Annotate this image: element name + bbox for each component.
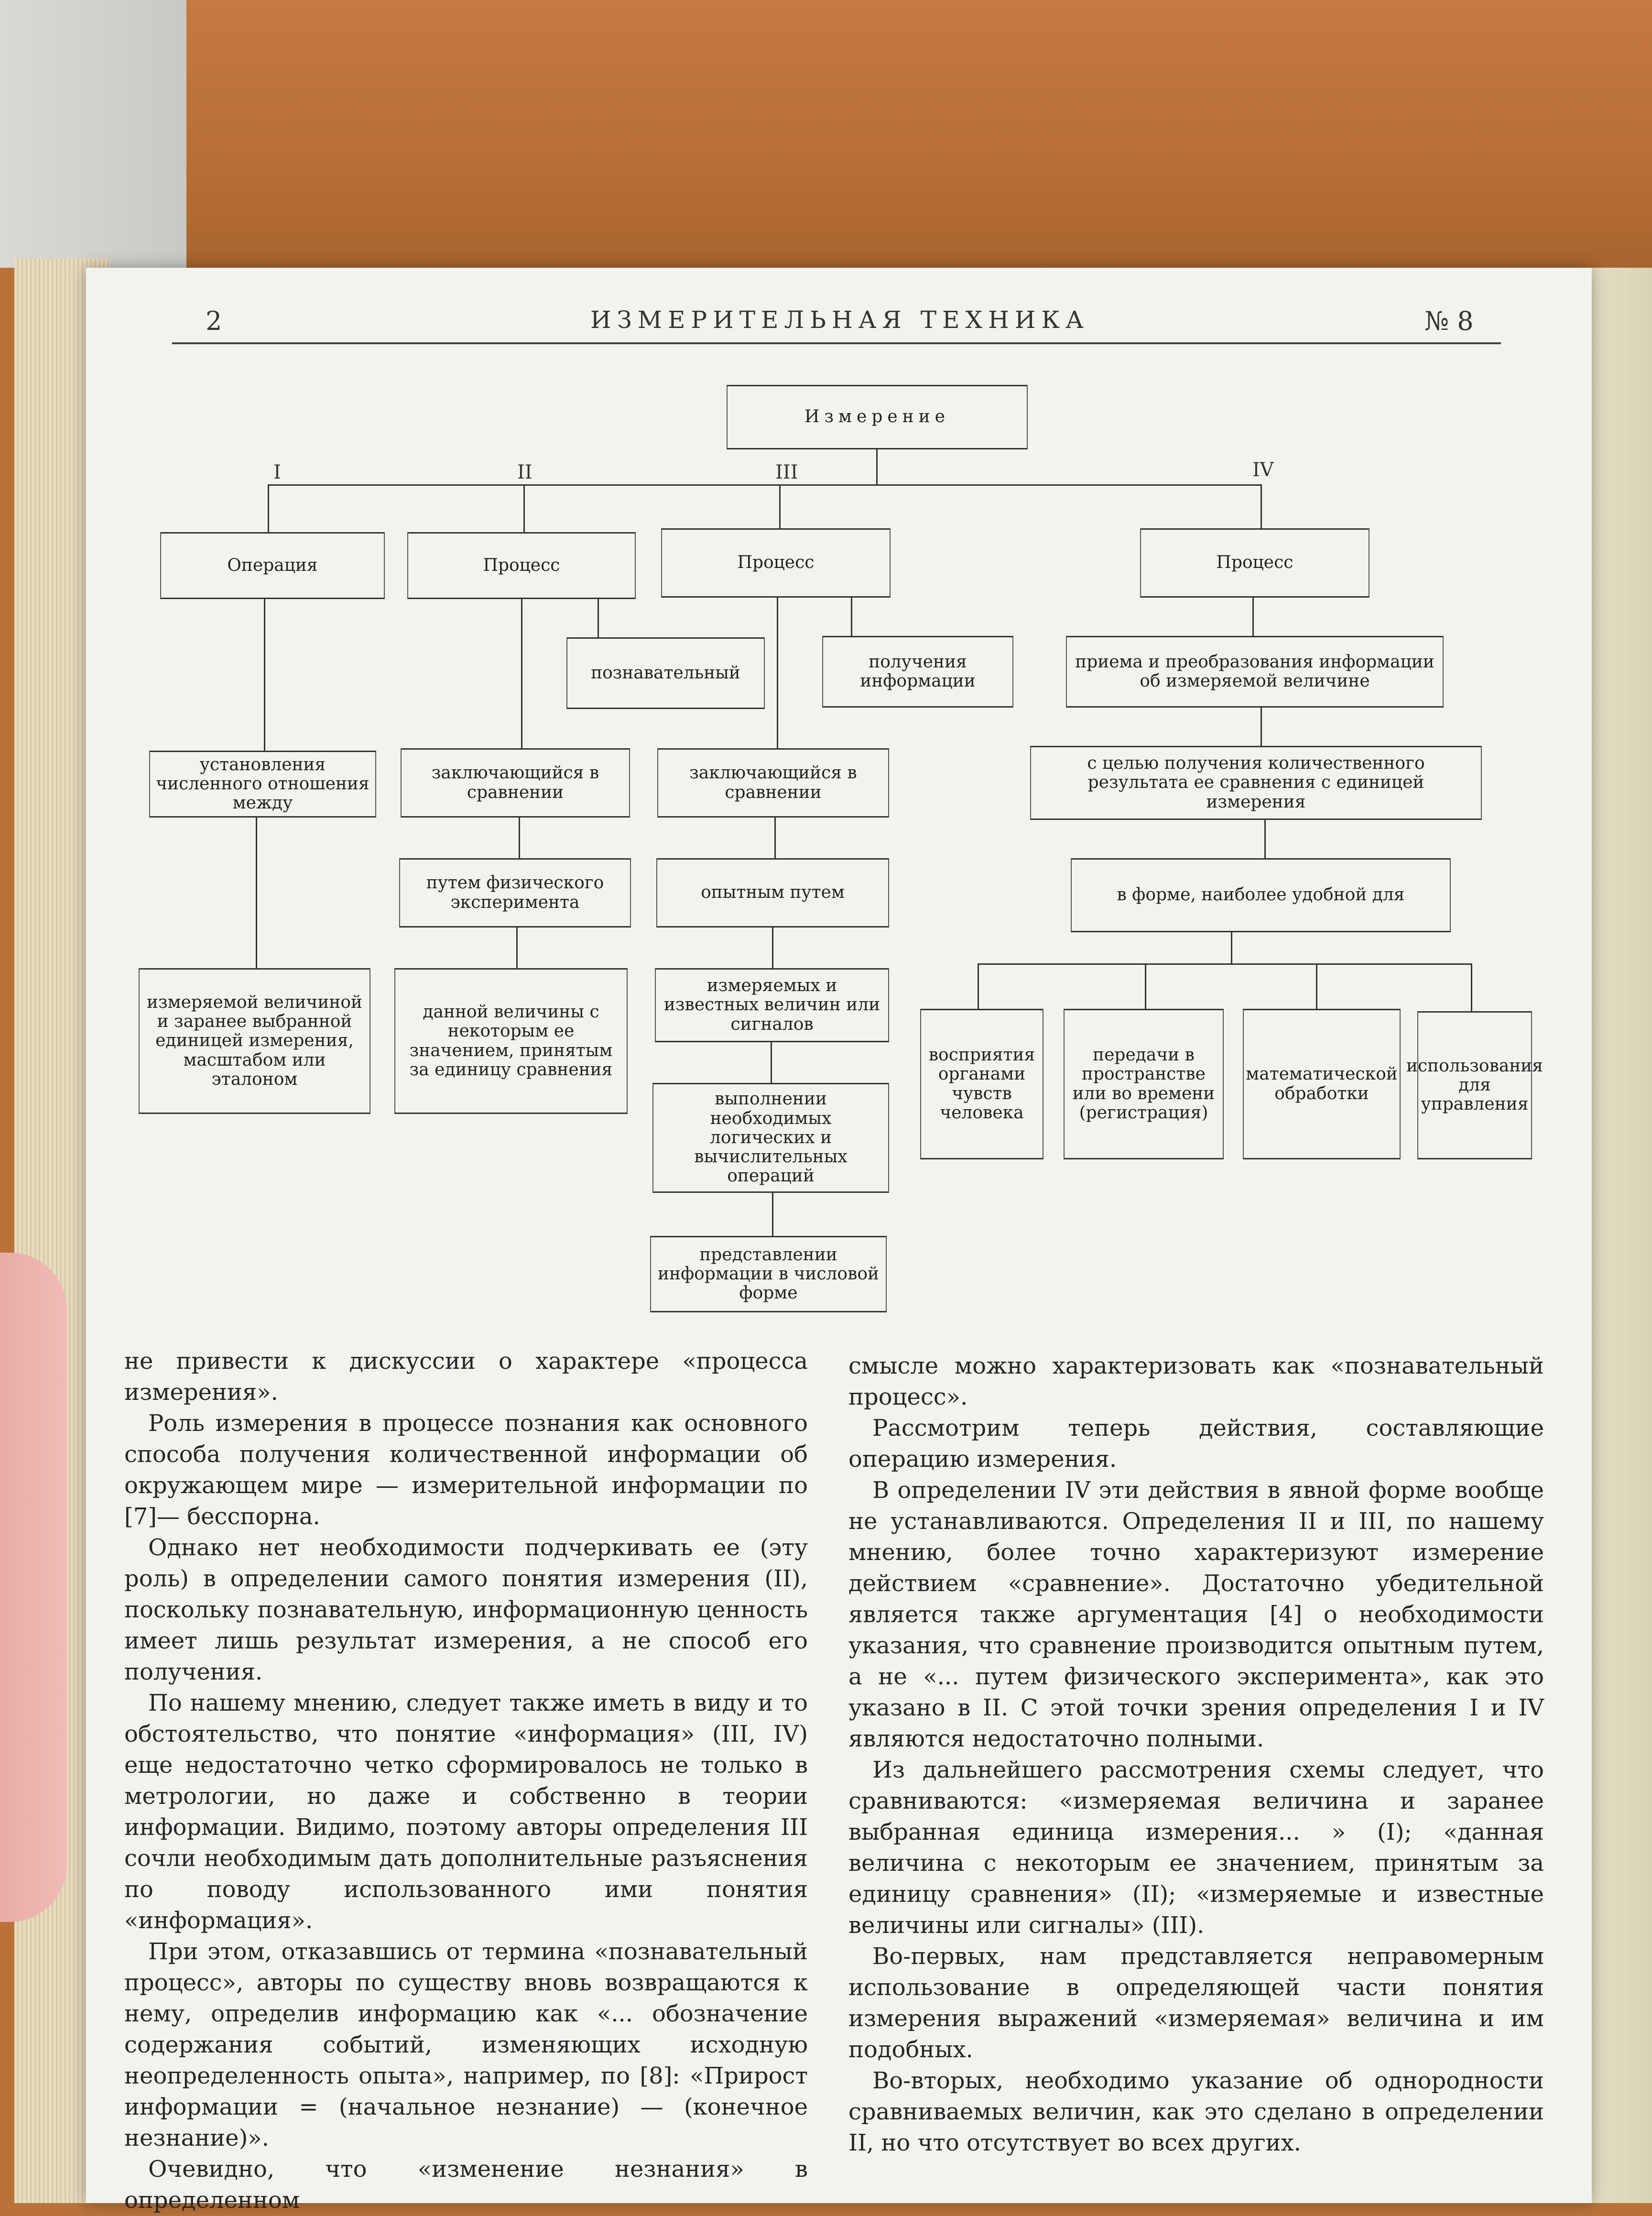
header-rule	[172, 342, 1501, 344]
paragraph: Роль измерения в процессе познания как о…	[124, 1410, 808, 1530]
connector	[256, 818, 257, 968]
paragraph: При этом, отказавшись от термина «познав…	[124, 1938, 808, 2151]
branch-label: III	[775, 461, 798, 483]
b3-node: представлении информации в числовой форм…	[650, 1236, 887, 1312]
connector	[521, 599, 522, 750]
connector	[1252, 598, 1254, 636]
connector	[851, 598, 852, 636]
b3-node: опытным путем	[656, 858, 889, 928]
connector	[777, 598, 778, 748]
connector	[876, 449, 878, 485]
b4-node: в форме, наиболее удобной для	[1071, 858, 1451, 932]
connector	[1261, 708, 1262, 746]
journal-title: ИЗМЕРИТЕЛЬНАЯ ТЕХНИКА	[590, 306, 1089, 334]
connector	[268, 484, 1262, 486]
connector	[598, 599, 599, 637]
connector	[1145, 963, 1146, 1009]
branch-label: IV	[1252, 459, 1274, 481]
connector	[264, 599, 265, 752]
text-column-right: смысле можно характеризовать как «познав…	[848, 1351, 1544, 2159]
paragraph: Очевидно, что «изменение незнания» в опр…	[124, 2156, 808, 2214]
paragraph: Из дальнейшего рассмотрения схемы следуе…	[848, 1757, 1544, 1939]
paragraph: В определении IV эти действия в явной фо…	[848, 1477, 1544, 1752]
b1-head: Операция	[160, 532, 385, 599]
connector	[774, 818, 776, 858]
connector	[516, 928, 518, 968]
root-node: Измерение	[727, 385, 1028, 449]
paragraph: Во-вторых, необходимо указание об одноро…	[848, 2067, 1544, 2156]
b2-node: заключающийся в сравнении	[401, 748, 630, 818]
b4-leaf: передачи в пространстве или во времени (…	[1064, 1009, 1224, 1159]
background-wall	[0, 0, 186, 268]
paragraph: Во-первых, нам представляется неправомер…	[848, 1943, 1544, 2063]
b4-node: с целью получения количественного резуль…	[1030, 746, 1482, 820]
b4-node: приема и преобразования информации об из…	[1066, 636, 1444, 708]
b4-head: Процесс	[1140, 528, 1369, 598]
connector	[772, 1193, 773, 1236]
connector	[978, 963, 1472, 965]
paragraph: не привести к дискуссии о характере «про…	[124, 1348, 808, 1406]
b4-leaf: восприятия органами чувств человека	[920, 1009, 1043, 1159]
b3-side: получения информации	[822, 636, 1013, 708]
b3-head: Процесс	[661, 528, 891, 598]
journal-page	[86, 268, 1592, 2203]
paragraph: По нашему мнению, следует также иметь в …	[124, 1690, 808, 1934]
connector	[771, 1042, 772, 1083]
text-column-left: не привести к дискуссии о характере «про…	[124, 1346, 808, 2216]
b1-node: измеряемой величиной и заранее выбранной…	[139, 968, 370, 1114]
connector	[779, 484, 781, 530]
connector	[519, 818, 520, 858]
holding-finger	[0, 1253, 67, 1922]
b2-side: познавательный	[566, 637, 765, 709]
issue-number: № 8	[1424, 306, 1474, 336]
page-number: 2	[206, 306, 222, 336]
b2-node: путем физического эксперимента	[399, 858, 631, 928]
connector	[978, 963, 979, 1009]
b3-node: измеряемых и известных величин или сигна…	[655, 968, 889, 1042]
b2-head: Процесс	[407, 532, 636, 599]
b3-node: выполнении необходимых логических и вычи…	[652, 1083, 889, 1193]
connector	[1264, 820, 1266, 858]
connector	[1316, 963, 1317, 1009]
b2-node: данной величины с некоторым ее значением…	[394, 968, 628, 1114]
paragraph: Однако нет необходимости подчеркивать ее…	[124, 1534, 808, 1685]
b4-leaf: математической обработки	[1243, 1009, 1401, 1159]
connector	[523, 484, 525, 532]
connector	[772, 928, 773, 968]
b1-node: установления численного отношения между	[149, 751, 376, 818]
b4-leaf: использования для управления	[1406, 1011, 1543, 1159]
branch-label: II	[517, 461, 533, 483]
connector	[268, 484, 269, 532]
wooden-table	[0, 0, 1652, 268]
paragraph: Рассмотрим теперь действия, составляющие…	[848, 1415, 1544, 1473]
connector	[1231, 932, 1232, 963]
branch-label: I	[273, 461, 281, 483]
b3-node: заключающийся в сравнении	[657, 748, 889, 818]
connector	[1261, 484, 1262, 528]
paragraph: смысле можно характеризовать как «познав…	[848, 1353, 1544, 1410]
connector	[1471, 963, 1472, 1011]
